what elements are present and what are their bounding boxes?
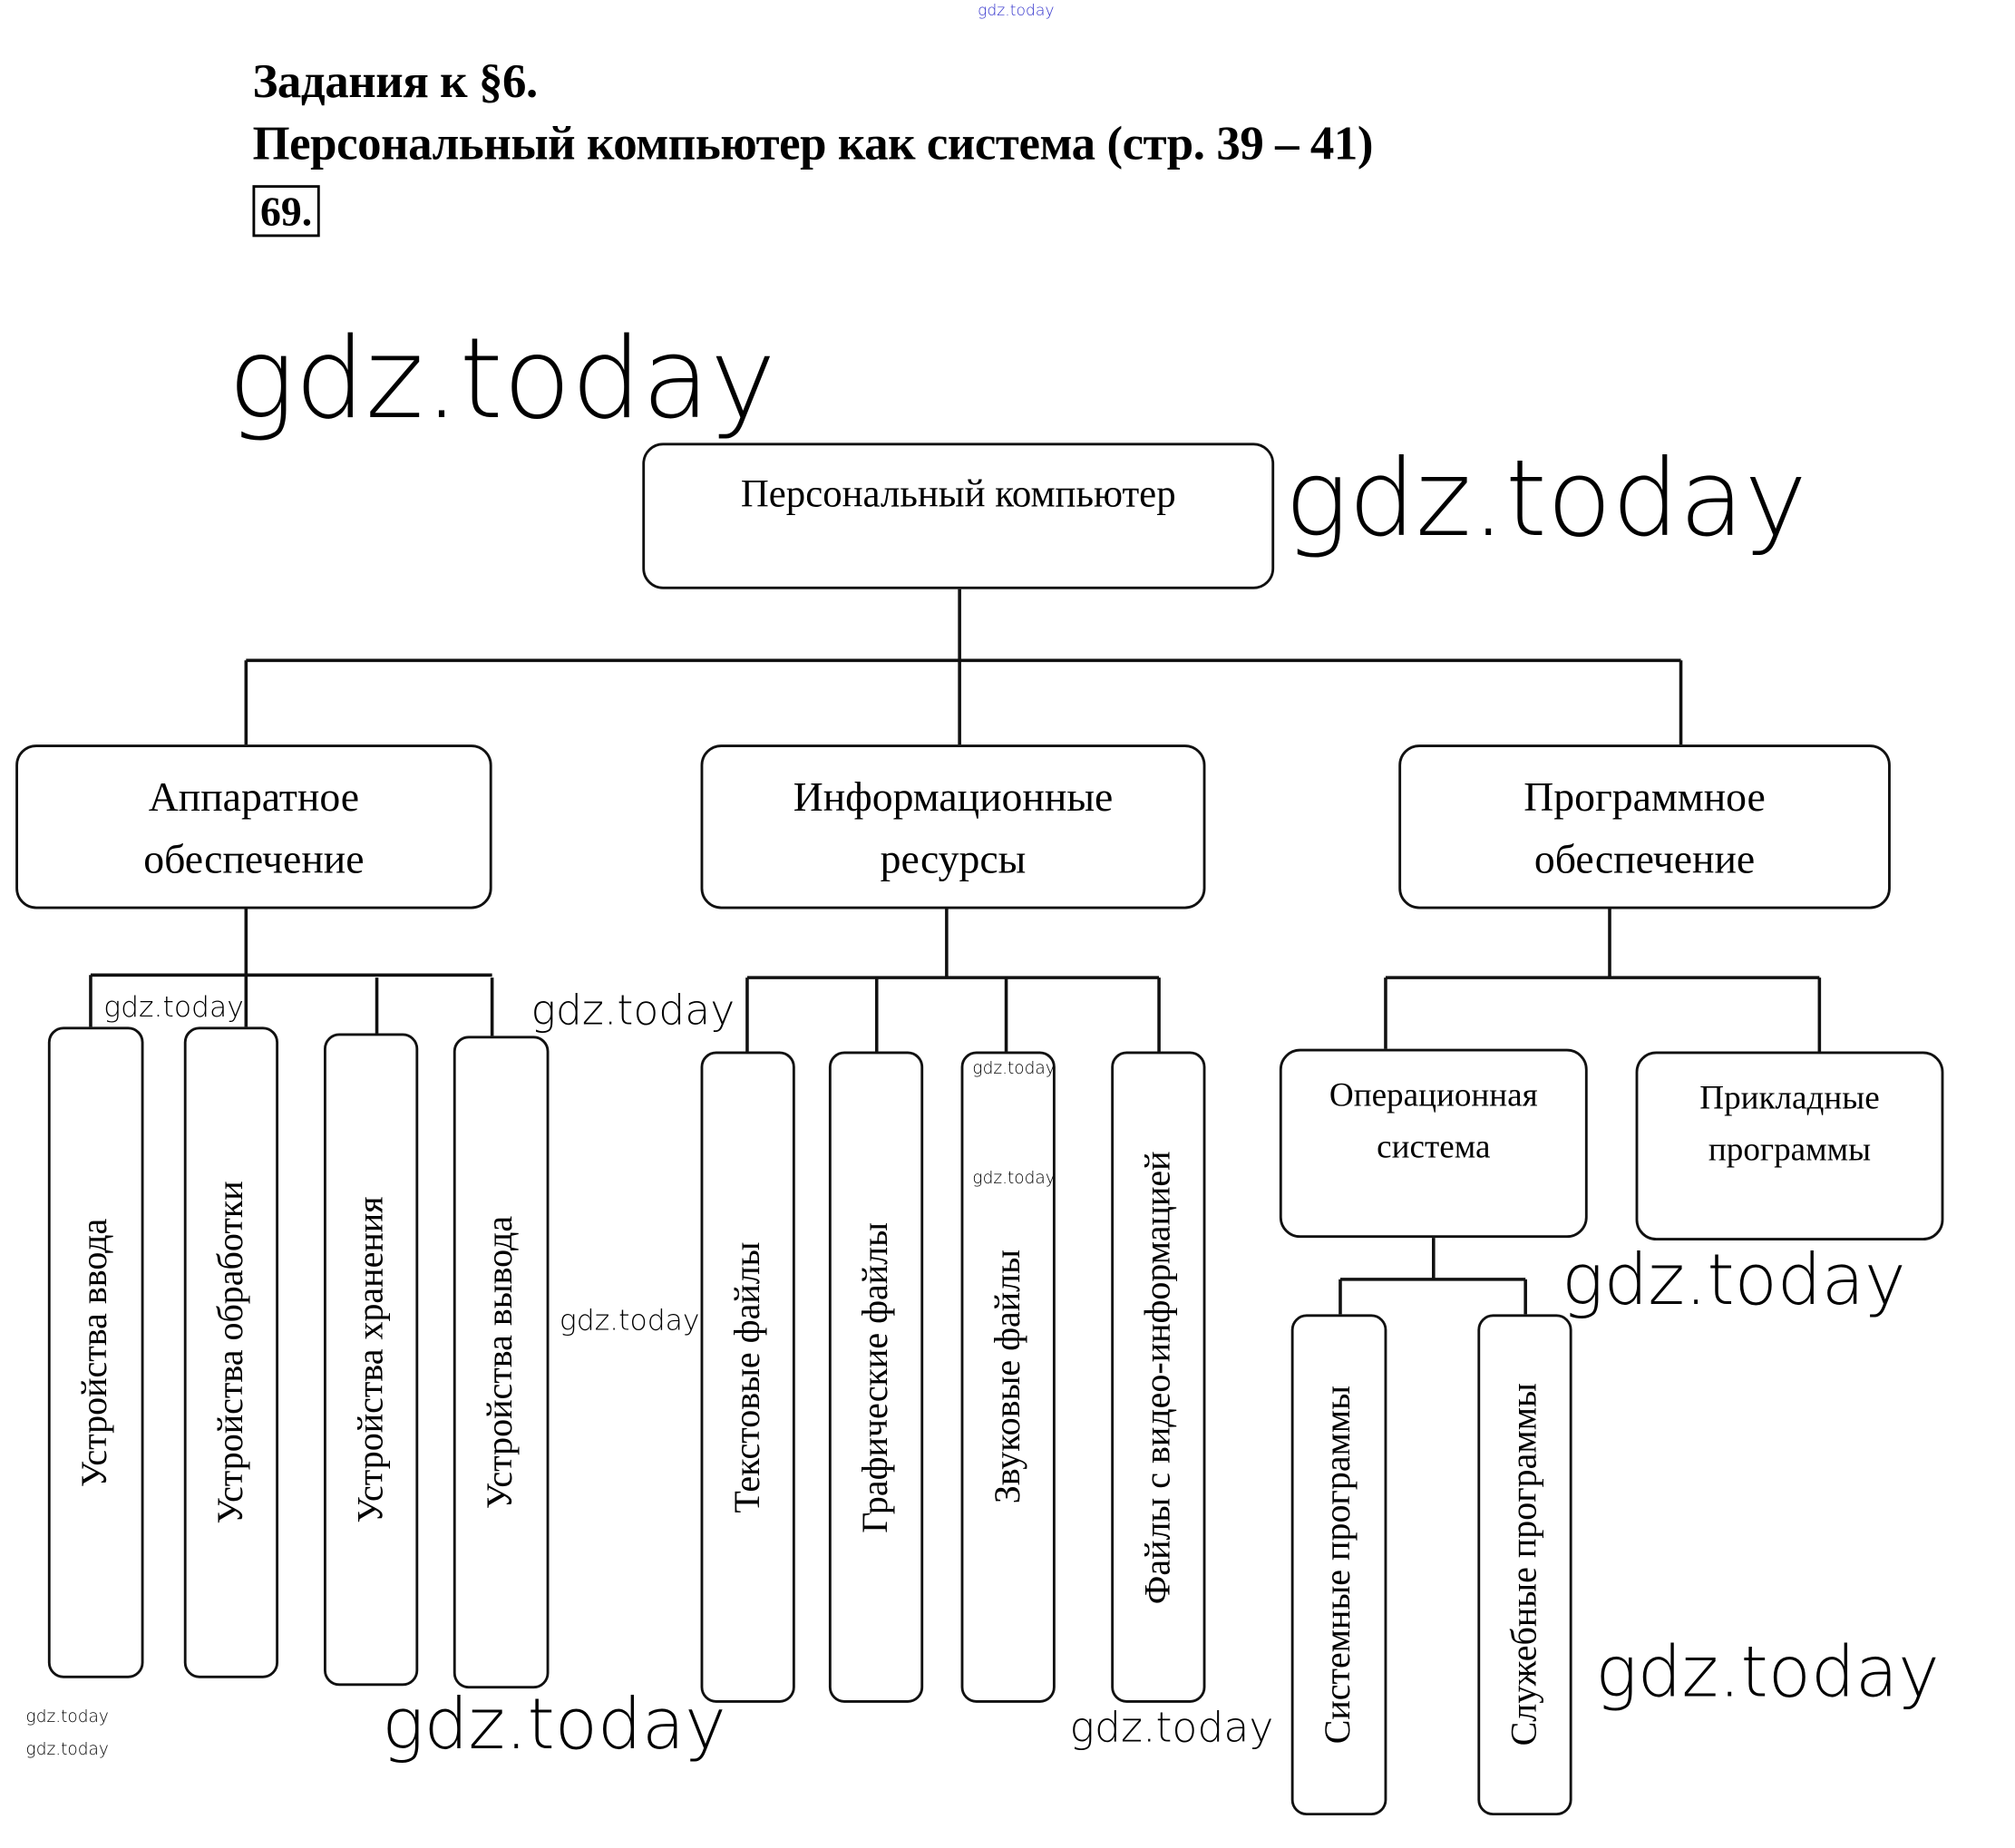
label-line: Операционная: [1329, 1075, 1538, 1114]
label: Служебные программы: [1504, 1383, 1544, 1746]
watermark: gdz.today: [1069, 1702, 1274, 1753]
label: Текстовые файлы: [726, 1241, 768, 1513]
watermark: gdz.today: [1284, 437, 1807, 561]
heading-line-2: Персональный компьютер как система (стр.…: [252, 117, 1374, 171]
label: Устройства ввода: [74, 1218, 116, 1487]
task-number: 69.: [252, 185, 320, 238]
watermark: gdz.today: [1562, 1239, 1906, 1321]
watermark: gdz.today: [1595, 1631, 1940, 1714]
node-storage-devices: Устройства хранения: [324, 1033, 419, 1687]
label-line: Аппаратное: [148, 772, 360, 820]
watermark: gdz.today: [978, 1, 1055, 20]
watermark: gdz.today: [972, 1059, 1056, 1079]
node-video-files: Файлы с видео-информацией: [1111, 1051, 1206, 1703]
label-line: система: [1377, 1127, 1491, 1166]
label: Устройства хранения: [350, 1196, 391, 1523]
label-line: обеспечение: [1533, 834, 1756, 881]
node-input-devices: Устройства ввода: [47, 1026, 144, 1678]
node-output-devices: Устройства вывода: [453, 1036, 550, 1689]
label: Файлы с видео-информацией: [1137, 1150, 1178, 1604]
watermark: gdz.today: [531, 985, 735, 1035]
watermark: gdz.today: [972, 1169, 1056, 1189]
watermark: gdz.today: [25, 1707, 109, 1727]
node-graphic-files: Графические файлы: [828, 1051, 924, 1703]
heading-line-1: Задания к §6.: [252, 55, 538, 109]
label-line: Информационные: [793, 772, 1114, 820]
node-processing-devices: Устройства обработки: [183, 1026, 279, 1678]
node-applied-programs: Прикладные программы: [1635, 1051, 1944, 1241]
node-hardware: Аппаратное обеспечение: [15, 744, 492, 909]
label-line: Прикладные: [1699, 1078, 1880, 1116]
watermark: gdz.today: [228, 315, 776, 444]
watermark: gdz.today: [559, 1305, 700, 1338]
watermark: gdz.today: [25, 1740, 109, 1760]
label: Устройства вывода: [480, 1215, 521, 1509]
label: Графические файлы: [855, 1221, 896, 1533]
root-node-personal-computer: Персональный компьютер: [642, 443, 1275, 589]
node-utility-programs: Служебные программы: [1477, 1314, 1572, 1816]
label-line: ресурсы: [880, 834, 1027, 881]
node-operating-system: Операционная система: [1279, 1048, 1588, 1239]
node-system-programs: Системные программы: [1290, 1314, 1387, 1816]
node-sound-files: Звуковые файлы: [960, 1051, 1056, 1703]
label-line: программы: [1708, 1130, 1872, 1169]
root-label: Персональный компьютер: [740, 472, 1176, 516]
label: Звуковые файлы: [987, 1250, 1028, 1504]
label: Устройства обработки: [210, 1181, 251, 1524]
node-software: Программное обеспечение: [1398, 744, 1891, 909]
watermark: gdz.today: [382, 1683, 726, 1765]
node-text-files: Текстовые файлы: [700, 1051, 795, 1703]
node-info-resources: Информационные ресурсы: [700, 744, 1206, 909]
label-line: обеспечение: [143, 834, 365, 881]
label: Системные программы: [1318, 1386, 1358, 1745]
watermark: gdz.today: [103, 991, 244, 1025]
label-line: Программное: [1523, 772, 1766, 820]
